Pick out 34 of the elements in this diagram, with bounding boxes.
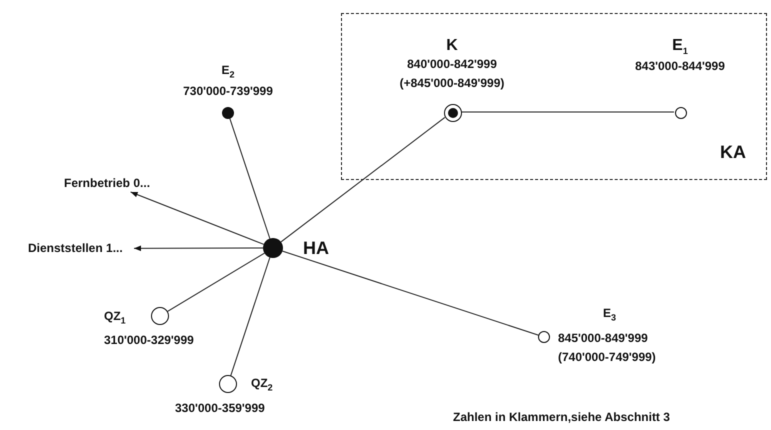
- number-range: 840'000-842'999: [407, 57, 497, 71]
- filled-circle-node: [263, 238, 283, 258]
- connector-line: [229, 118, 270, 240]
- number-range: 843'000-844'999: [635, 59, 725, 73]
- connector-line: [167, 252, 265, 312]
- open-circle-node: [538, 331, 550, 343]
- arrow: [130, 192, 264, 245]
- node-name: HA: [303, 238, 329, 258]
- filled-circle-node: [222, 107, 234, 119]
- connector-line: [282, 250, 539, 336]
- node-name: E$_{2}$: [221, 63, 235, 82]
- area-label: KA: [720, 142, 746, 162]
- open-circle-node: [219, 375, 237, 393]
- number-range: (740'000-749'999): [558, 350, 656, 364]
- connector-line: [230, 257, 270, 376]
- number-range: 845'000-849'999: [558, 331, 648, 345]
- connector-line: [280, 116, 446, 242]
- double-circle-node: [444, 104, 462, 122]
- footnote: Zahlen in Klammern,siehe Abschnitt 3: [453, 410, 670, 424]
- number-range: 330'000-359'999: [175, 401, 265, 415]
- dashed-area-frame: [341, 13, 767, 180]
- number-range: (+845'000-849'999): [400, 76, 504, 90]
- node-name: K: [446, 37, 458, 55]
- node-name: E$_{1}$: [672, 37, 688, 58]
- endpoint-label: Fernbetrieb 0...: [64, 175, 154, 192]
- node-name: E$_{3}$: [603, 306, 616, 324]
- number-range: 730'000-739'999: [183, 84, 273, 98]
- open-circle-node: [151, 307, 169, 325]
- number-range: 310'000-329'999: [104, 333, 194, 347]
- arrow: [134, 246, 264, 252]
- endpoint-label: Dienststellen 1...: [28, 240, 134, 257]
- node-name: QZ$_{2}$: [251, 376, 273, 394]
- node-name: QZ$_{1}$: [104, 309, 126, 328]
- open-circle-node: [675, 107, 687, 119]
